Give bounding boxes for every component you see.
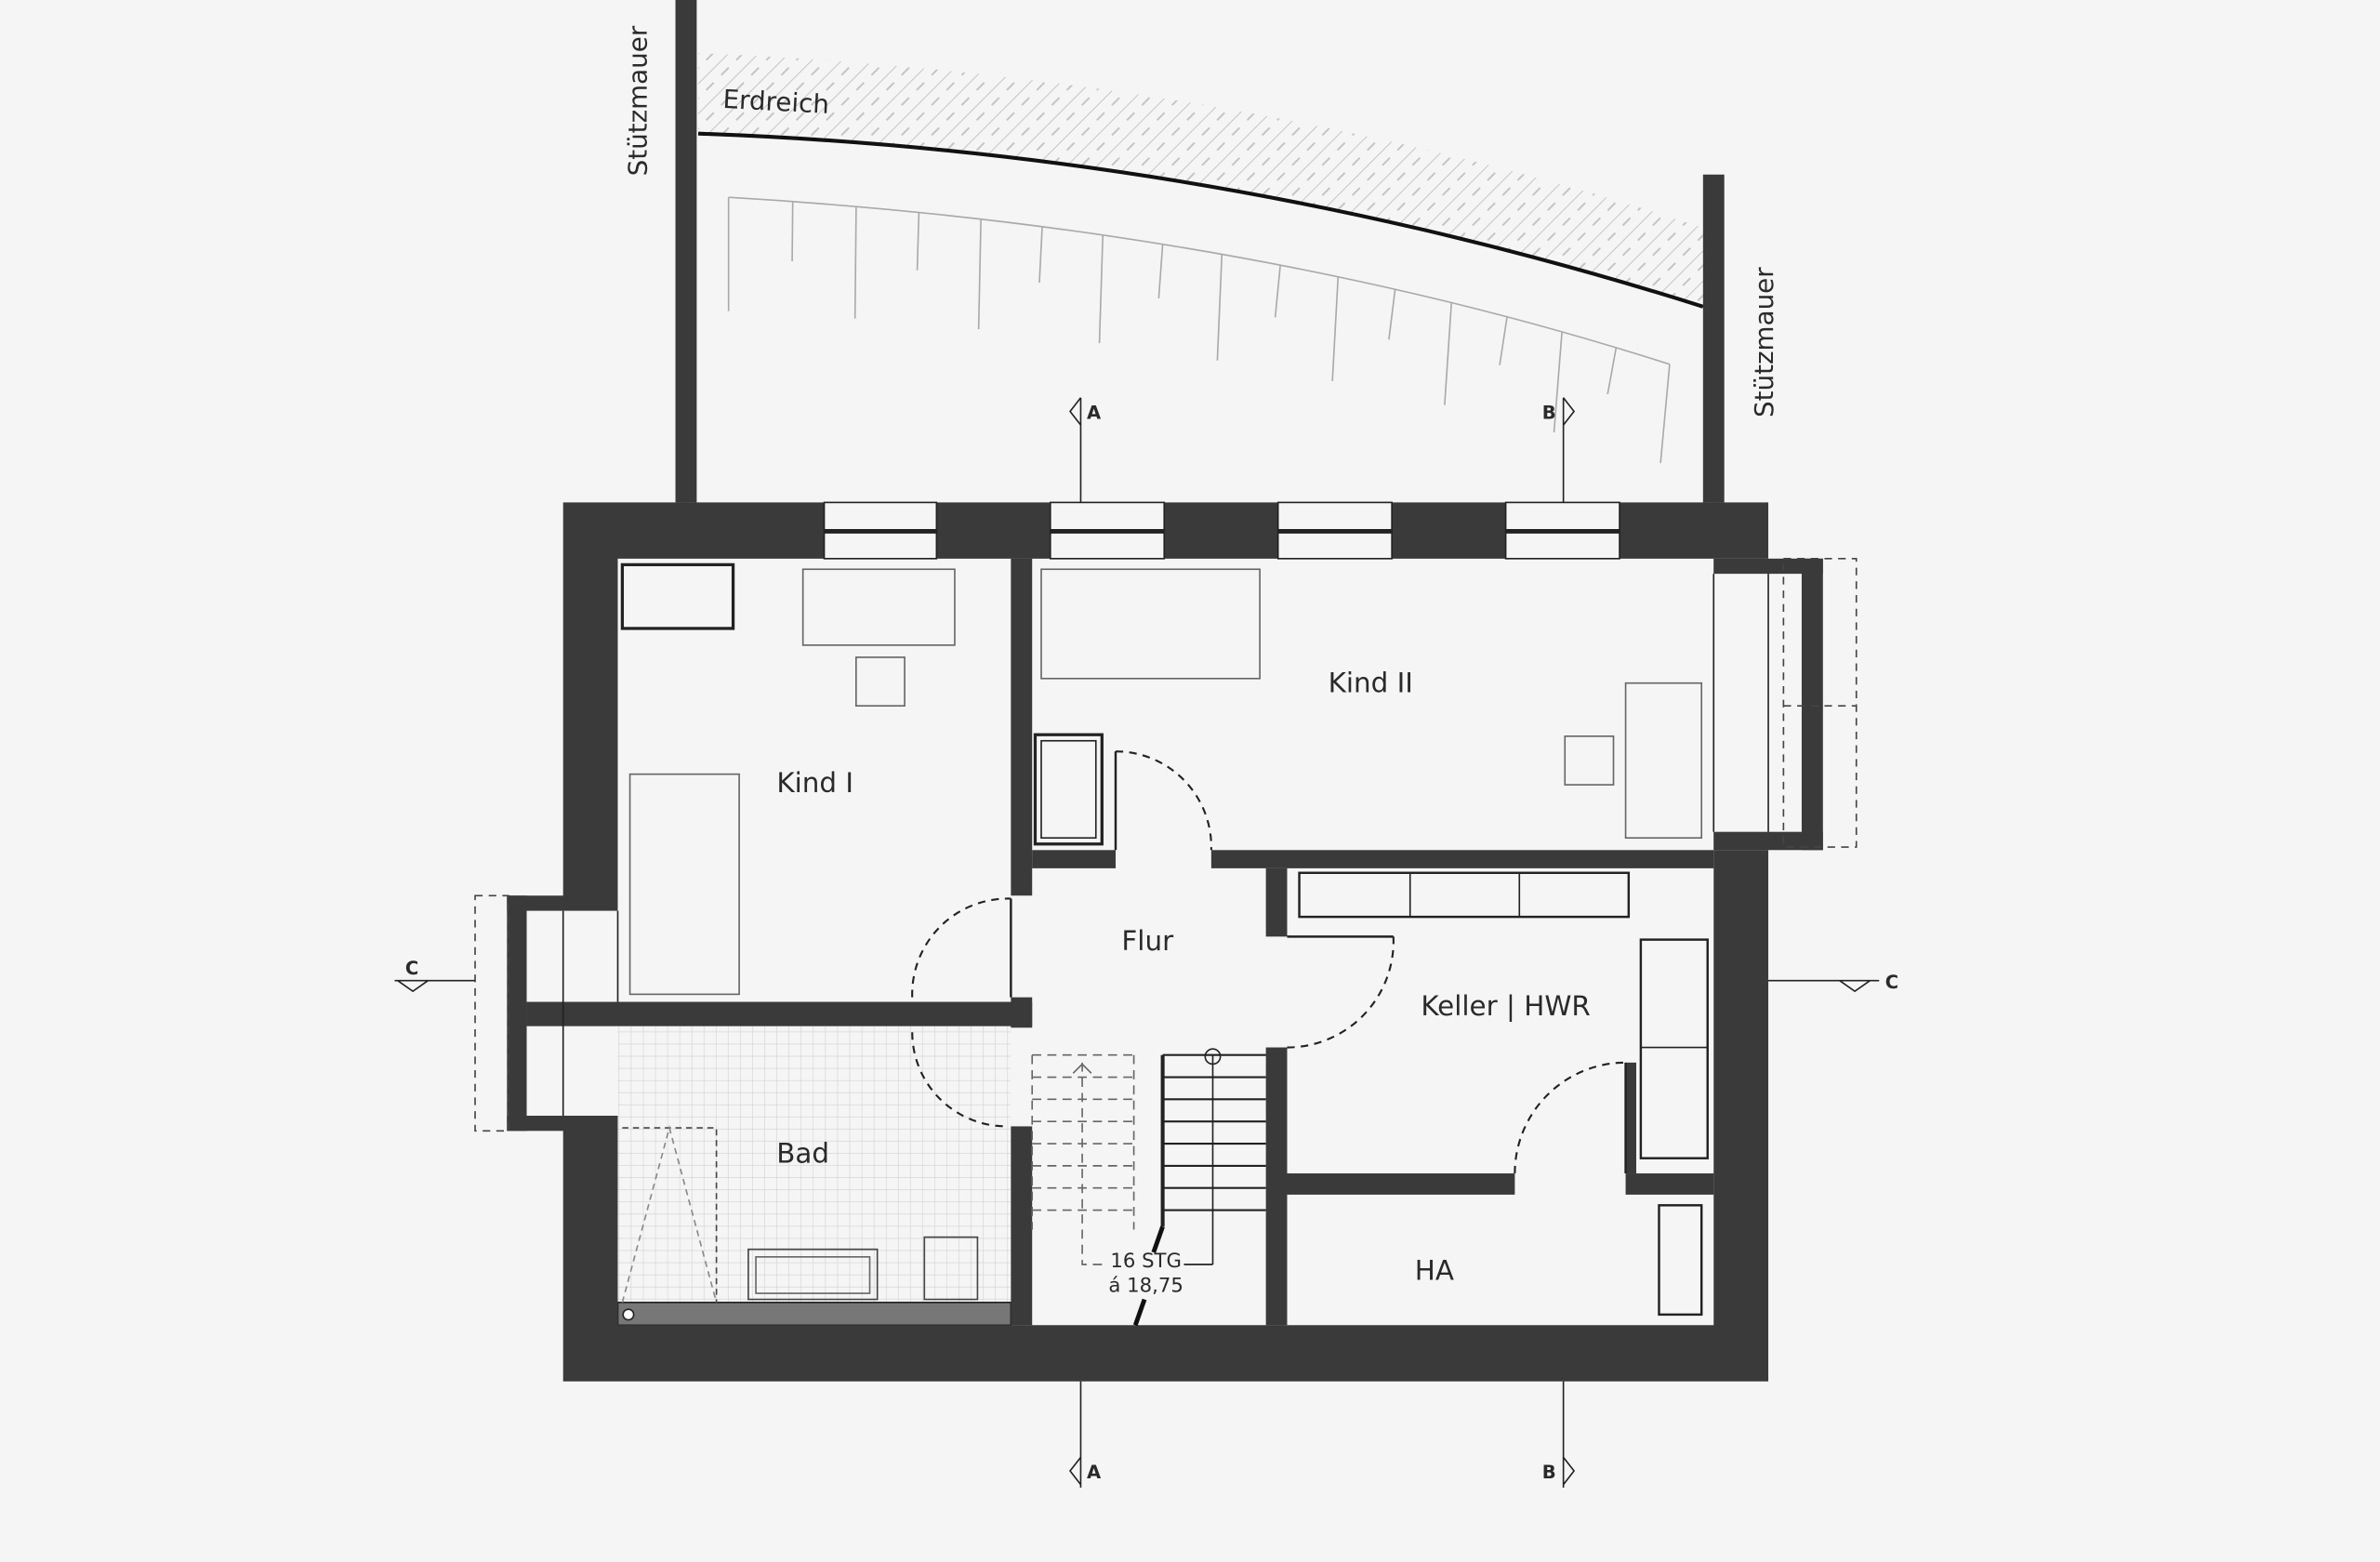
outer-walls xyxy=(474,501,1858,1382)
retaining-wall-left-label: Stützmauer xyxy=(623,25,654,176)
room-label-keller: Keller | HWR xyxy=(1421,990,1590,1023)
slope-tick xyxy=(1444,302,1453,405)
staircase: 16 STG á 18,75 xyxy=(1031,1048,1266,1327)
section-c-right: C xyxy=(1885,972,1898,993)
slope-tick xyxy=(1499,316,1508,365)
slope-tick xyxy=(1388,289,1396,340)
stairs-rise-label: á 18,75 xyxy=(1108,1274,1183,1297)
stair-direction-arrow-icon xyxy=(1072,1063,1092,1074)
stairs-count-label: 16 STG xyxy=(1110,1250,1182,1273)
slope-ticks xyxy=(727,197,1671,464)
room-label-flur: Flur xyxy=(1121,925,1174,957)
retaining-wall-left xyxy=(675,0,697,503)
slope-tick xyxy=(1553,331,1563,433)
soil-area: Erdreich xyxy=(697,53,1704,464)
section-a-top: A xyxy=(1087,403,1102,424)
section-c-left: C xyxy=(405,958,418,979)
room-label-kind1: Kind I xyxy=(776,767,853,799)
slope-tick xyxy=(1331,276,1340,381)
section-b-bottom: B xyxy=(1542,1462,1556,1483)
slope-tick xyxy=(1157,244,1164,298)
stair-start-circle-icon xyxy=(1204,1048,1222,1066)
slope-tick xyxy=(1606,347,1618,395)
soil-label: Erdreich xyxy=(722,84,830,120)
slope-tick xyxy=(1274,265,1281,318)
room-label-bad: Bad xyxy=(776,1138,829,1170)
slope-tick xyxy=(1098,234,1104,344)
door-swings xyxy=(911,750,1626,1174)
slope-tick xyxy=(791,201,794,262)
retaining-wall-right-label: Stützmauer xyxy=(1749,267,1779,417)
slope-tick xyxy=(1659,364,1671,464)
slope-tick xyxy=(1038,226,1043,284)
interior-walls xyxy=(617,558,1714,1326)
room-label-kind2: Kind II xyxy=(1329,667,1413,698)
furniture xyxy=(620,563,1709,1321)
slope-tick xyxy=(1216,254,1223,361)
bathroom-floor-strip xyxy=(616,1302,1012,1327)
slope-tick xyxy=(853,206,857,319)
retaining-wall-right xyxy=(1702,174,1725,503)
slope-tick xyxy=(977,218,982,330)
section-markers xyxy=(394,397,1880,1488)
room-label-ha: HA xyxy=(1415,1254,1454,1286)
slope-tick xyxy=(916,212,920,271)
section-b-top: B xyxy=(1542,403,1556,424)
section-a-bottom: A xyxy=(1087,1462,1102,1483)
terrain-line xyxy=(697,131,1704,309)
